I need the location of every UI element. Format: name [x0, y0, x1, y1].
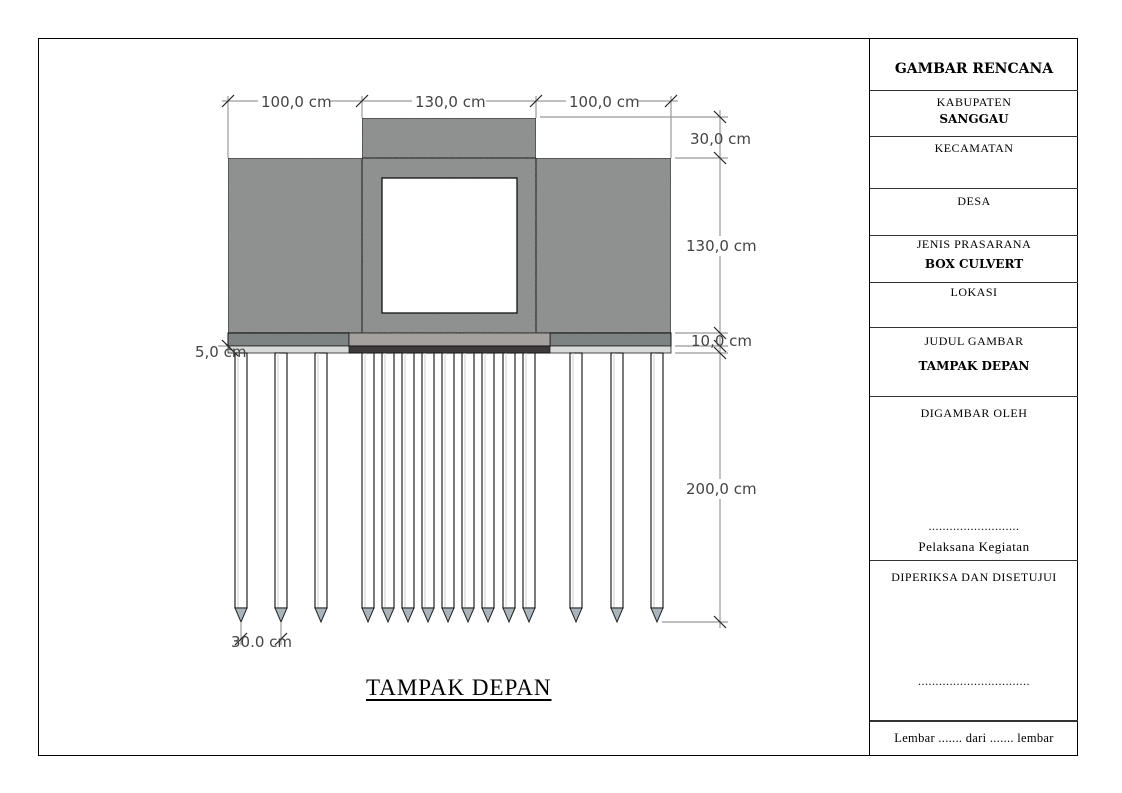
title-block: GAMBAR RENCANA KABUPATEN SANGGAU KECAMAT… — [869, 38, 1078, 756]
tb-header-text: GAMBAR RENCANA — [894, 61, 1054, 77]
dim-wall-height: 130,0 cm — [686, 237, 757, 255]
wing-wall-right — [535, 157, 672, 334]
tb-digambar-oleh-label: DIGAMBAR OLEH — [920, 406, 1028, 420]
dimension-ticks — [221, 94, 727, 646]
drawing-caption: TAMPAK DEPAN — [366, 675, 552, 700]
dim-wing-left-width: 100,0 cm — [261, 93, 332, 111]
tb-desa-label: DESA — [957, 194, 991, 208]
wing-wall-left — [227, 157, 363, 334]
culvert-opening — [381, 177, 518, 314]
tb-judul-gambar-label: JUDUL GAMBAR — [924, 334, 1024, 348]
tb-jenis-prasarana-value: BOX CULVERT — [924, 257, 1024, 271]
tb-lokasi: LOKASI — [870, 283, 1078, 328]
box-culvert-body — [361, 157, 537, 334]
drawing-sheet-border — [38, 38, 1078, 756]
tb-header: GAMBAR RENCANA — [870, 38, 1078, 91]
tb-desa: DESA — [870, 189, 1078, 236]
tb-lembar: Lembar ....... dari ....... lembar — [870, 721, 1078, 755]
tb-kabupaten: KABUPATEN SANGGAU — [870, 91, 1078, 137]
tb-digambar-oleh-signature-line: .......................... — [928, 519, 1020, 533]
tb-jenis-prasarana-label: JENIS PRASARANA — [916, 237, 1032, 251]
pile-group-left — [234, 352, 328, 623]
dim-box-width: 130,0 cm — [415, 93, 486, 111]
tb-kabupaten-label: KABUPATEN — [936, 95, 1012, 109]
tb-digambar-oleh-role: Pelaksana Kegiatan — [918, 539, 1030, 554]
tb-kabupaten-value: SANGGAU — [939, 112, 1009, 126]
dim-lean-concrete: 5,0 cm — [195, 343, 246, 361]
tb-kecamatan: KECAMATAN — [870, 137, 1078, 189]
dim-pile-spacing: 30.0 cm — [231, 633, 292, 651]
tb-judul-gambar-value: TAMPAK DEPAN — [918, 359, 1030, 373]
tb-digambar-oleh: DIGAMBAR OLEH ..........................… — [870, 397, 1078, 561]
tb-lembar-text: Lembar ....... dari ....... lembar — [894, 731, 1054, 745]
tb-diperiksa-label: DIPERIKSA DAN DISETUJUI — [891, 570, 1057, 584]
pile-group-right — [569, 352, 664, 623]
dim-pile-length: 200,0 cm — [686, 480, 757, 498]
dim-wing-right-width: 100,0 cm — [569, 93, 640, 111]
top-slab — [361, 117, 537, 159]
tb-diperiksa: DIPERIKSA DAN DISETUJUI ................… — [870, 561, 1078, 721]
pile-group-middle — [361, 352, 536, 623]
tb-jenis-prasarana: JENIS PRASARANA BOX CULVERT — [870, 236, 1078, 283]
tb-lokasi-label: LOKASI — [950, 285, 998, 299]
dim-top-slab-height: 30,0 cm — [690, 130, 751, 148]
tb-diperiksa-signature-line: ................................ — [918, 674, 1030, 688]
pile-cap — [227, 332, 672, 354]
tb-kecamatan-label: KECAMATAN — [934, 141, 1014, 155]
tb-judul-gambar: JUDUL GAMBAR TAMPAK DEPAN — [870, 328, 1078, 397]
dim-pile-cap-thickness: 10,0 cm — [691, 332, 752, 350]
